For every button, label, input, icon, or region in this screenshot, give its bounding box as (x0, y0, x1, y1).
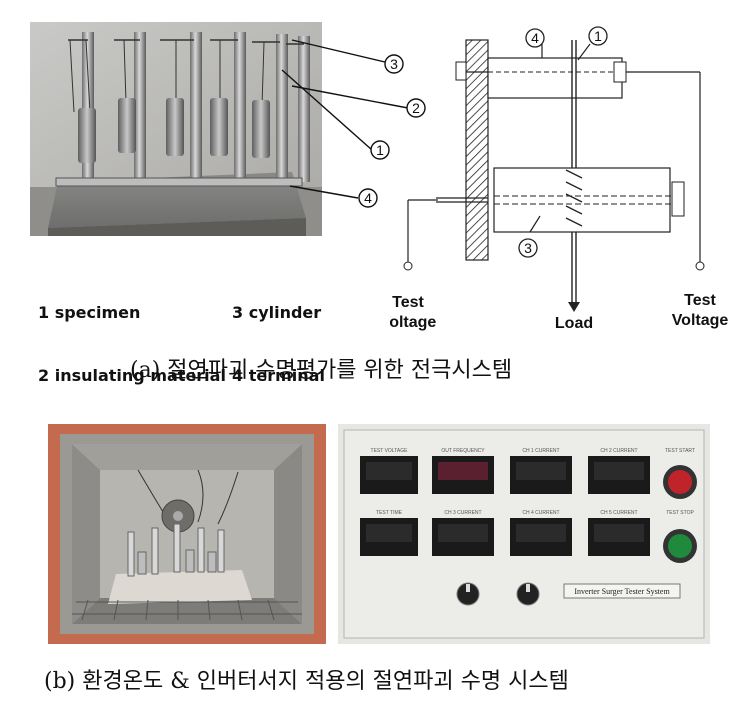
insulating-wall (465, 39, 489, 261)
test-voltage-right-2: Voltage (672, 312, 729, 329)
legend-specimen: 1 specimen (38, 303, 141, 322)
legend-col-2: 3 cylinder 4 terminal (232, 260, 325, 407)
schematic-callout-4-label: 4 (531, 30, 539, 46)
schematic-callout-3 (518, 238, 538, 258)
callout-1 (370, 140, 390, 160)
cylinder-assembly (436, 167, 685, 233)
schematic-callout-1 (588, 26, 608, 46)
legend-terminal: 4 terminal (232, 366, 325, 385)
callout-4-bottom (358, 188, 378, 208)
lbl-ch5: CH 5 CURRENT (600, 510, 637, 516)
lbl-ch2: CH 2 CURRENT (600, 448, 637, 454)
lbl-test-stop: TEST STOP (666, 510, 694, 516)
control-panel-photo: TEST VOLTAGE OUT FREQUENCY CH 1 CURRENT … (338, 424, 710, 644)
specimen-rack-photo (30, 22, 322, 236)
callout-4-label: 4 (364, 190, 372, 206)
test-voltage-right-1: Test (684, 292, 716, 309)
lbl-ch1: CH 1 CURRENT (522, 448, 559, 454)
lbl-ch4: CH 4 CURRENT (522, 510, 559, 516)
schematic-callout-1-label: 1 (594, 28, 602, 44)
legend-insulating-material: 2 insulating material (38, 366, 226, 385)
callout-1-label: 1 (376, 142, 384, 158)
electrode-schematic: 4 1 3 Test Voltage Load Test Voltage (390, 26, 729, 332)
lbl-test-start: TEST START (665, 448, 695, 454)
caption-b: (b) 환경온도 & 인버터서지 적용의 절연파괴 수명 시스템 (44, 669, 569, 694)
callout-3-label: 3 (390, 56, 398, 72)
nameplate-label: Inverter Surger Tester System (574, 587, 670, 596)
schematic-callout-3-label: 3 (524, 240, 532, 256)
schematic-callout-4 (525, 28, 545, 48)
callout-2 (406, 98, 426, 118)
test-voltage-left-1: Test (392, 294, 424, 311)
thermal-chamber-photo (48, 424, 326, 644)
load-label: Load (555, 315, 593, 332)
legend-col-1: 1 specimen 2 insulating material (38, 260, 226, 407)
caption-a: (a) 절연파괴 수명평가를 위한 전극시스템 (130, 358, 513, 383)
terminal-assembly (455, 57, 700, 99)
callout-3-top (384, 54, 404, 74)
lbl-test-voltage: TEST VOLTAGE (371, 448, 409, 454)
lbl-test-time: TEST TIME (376, 510, 403, 516)
callout-2-label: 2 (412, 100, 420, 116)
legend-cylinder: 3 cylinder (232, 303, 322, 322)
lbl-ch3: CH 3 CURRENT (444, 510, 481, 516)
lbl-out-frequency: OUT FREQUENCY (441, 448, 485, 454)
test-voltage-left-2: Voltage (390, 314, 436, 331)
